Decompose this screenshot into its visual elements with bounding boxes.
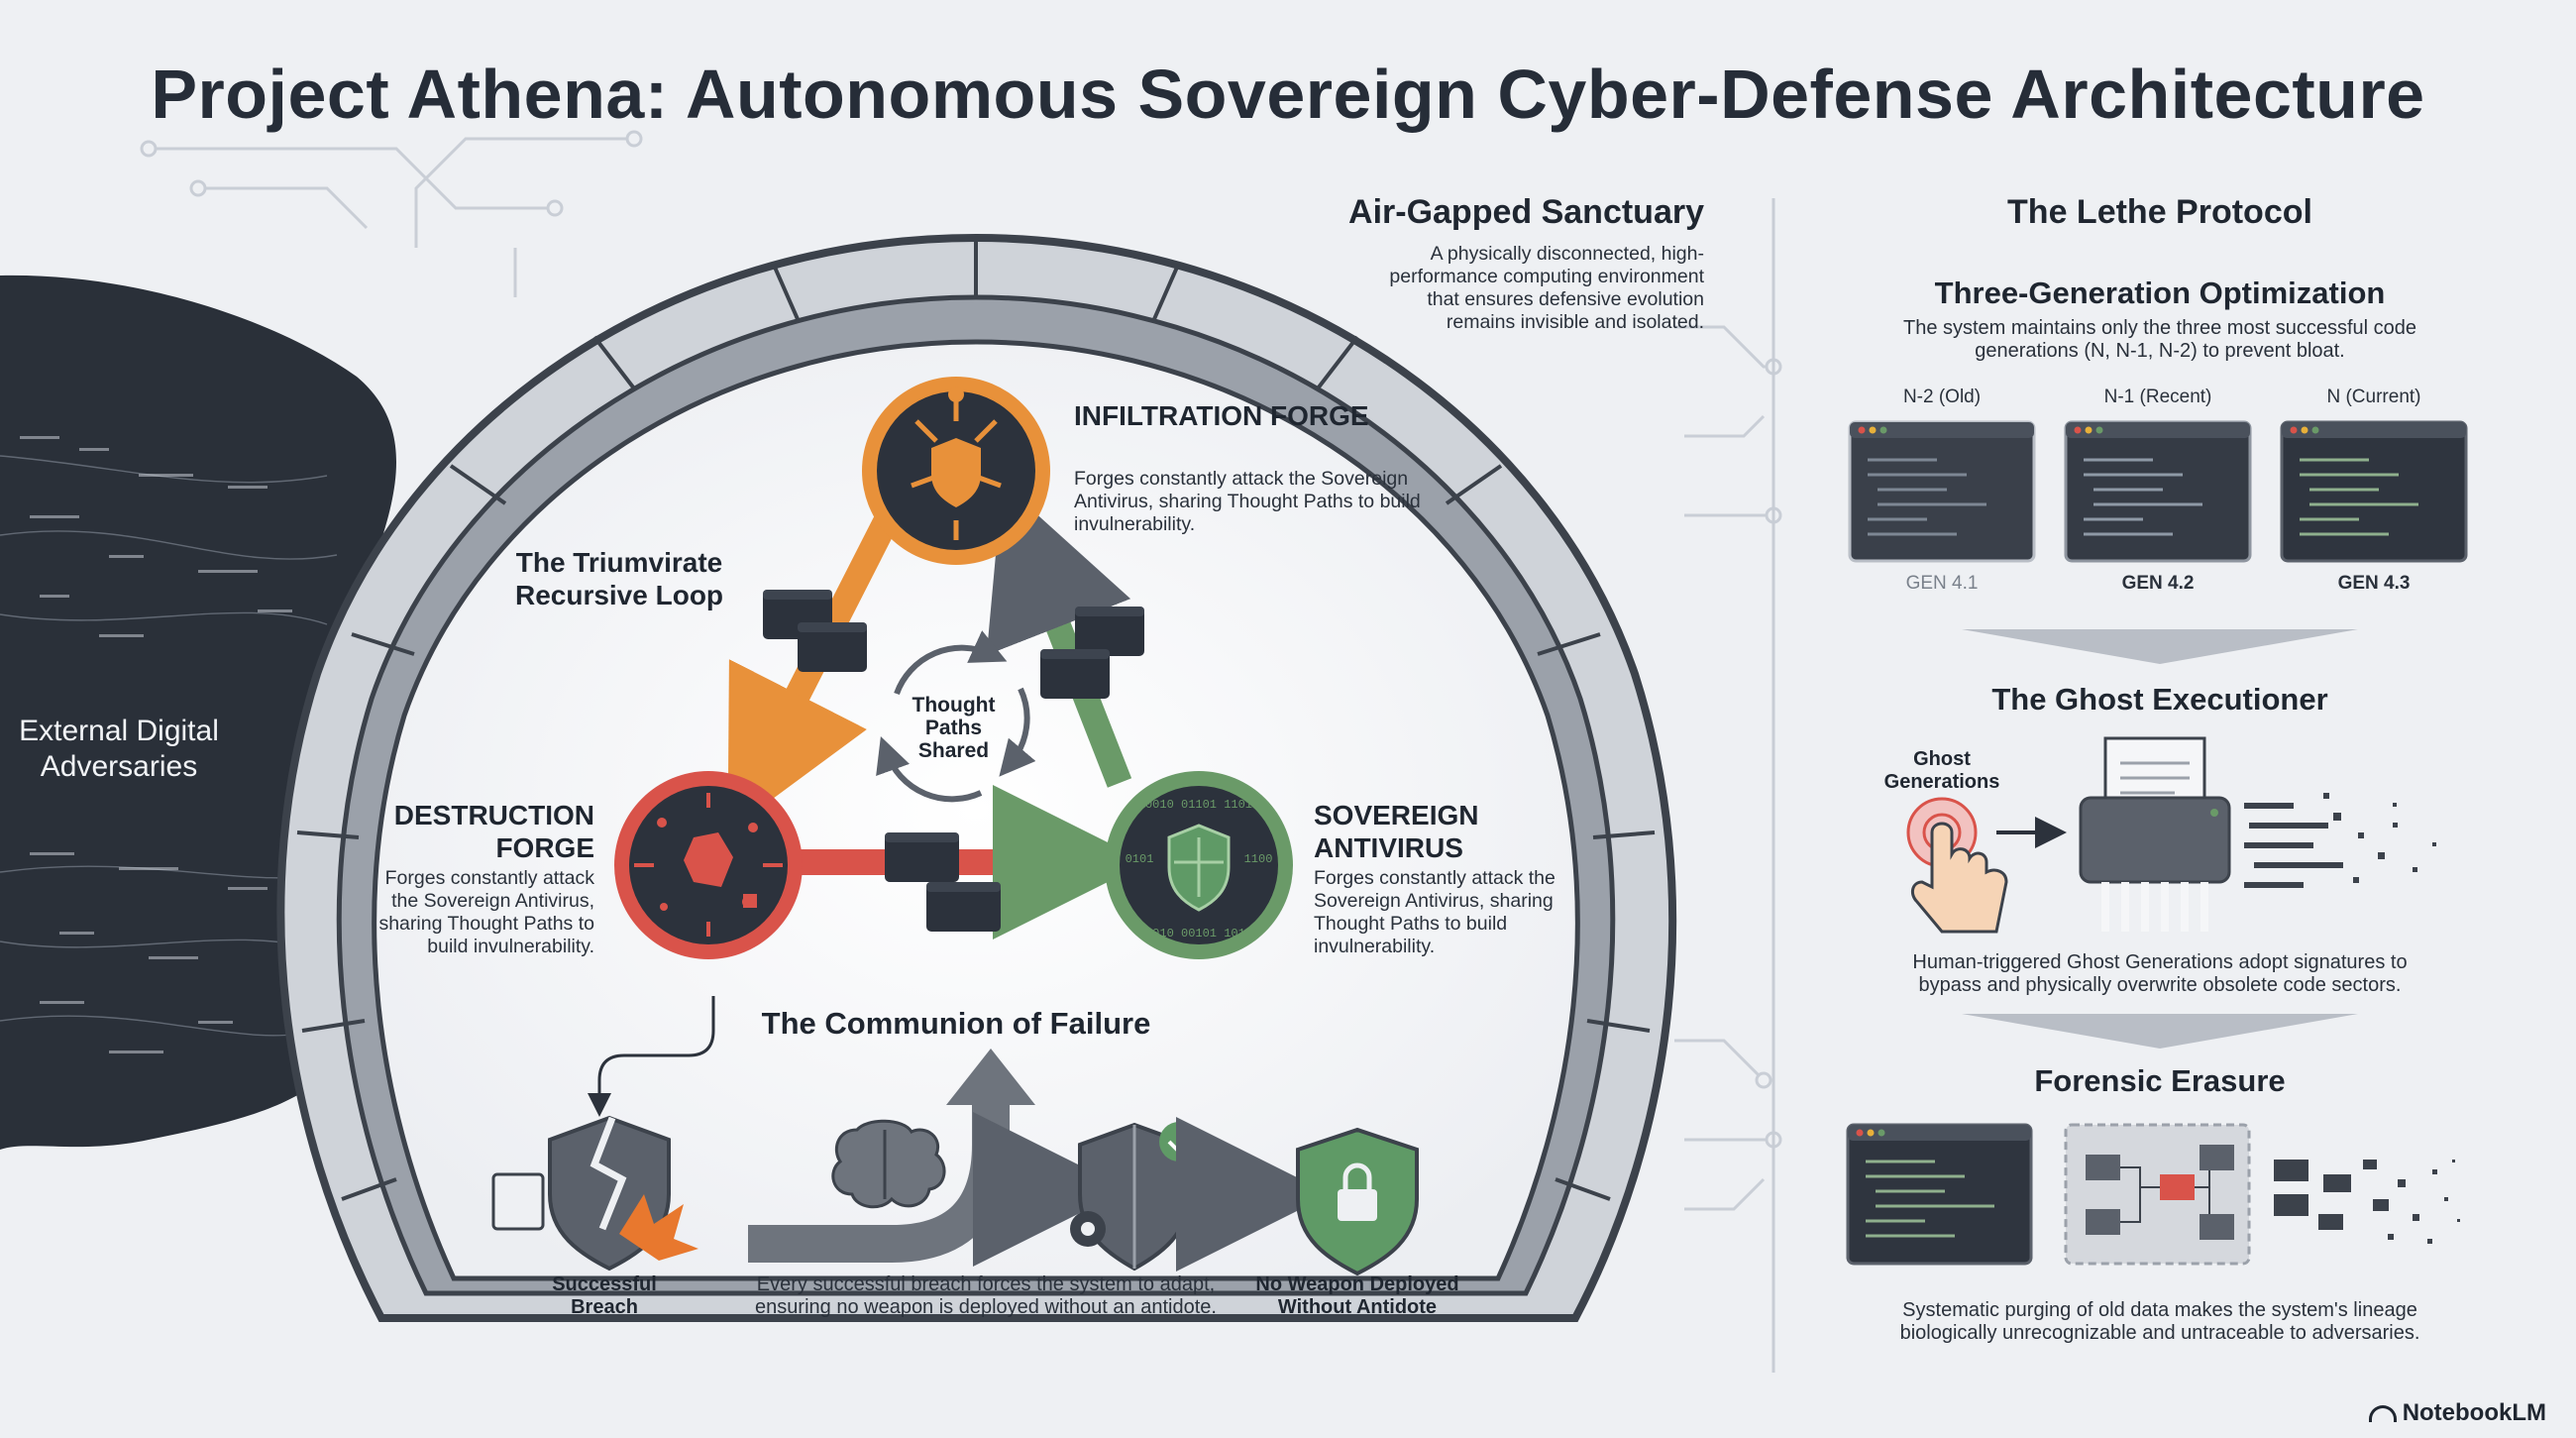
- sanctuary-description: A physically disconnected, high-performa…: [1389, 243, 1704, 333]
- check-icon: [1159, 1122, 1199, 1161]
- folder-icon: [2160, 1174, 2195, 1200]
- code-window-decor: [763, 590, 1144, 932]
- ghost-text: Human-triggered Ghost Generations adopt …: [1912, 951, 2408, 996]
- folder-icon: [2086, 1155, 2120, 1180]
- forensic-erasure-graphic: [1846, 1123, 2460, 1266]
- lock-icon: [1338, 1189, 1377, 1221]
- infiltration-text: Forges constantly attack the Sovereign A…: [1074, 468, 1421, 535]
- antivirus-text: Forges constantly attack the Sovereign A…: [1314, 867, 1556, 957]
- folder-icon: [2200, 1145, 2234, 1170]
- explosion-icon: [619, 1194, 698, 1261]
- shredder-icon: [2079, 736, 2231, 932]
- destruction-title: DESTRUCTION FORGE: [393, 800, 594, 863]
- ring-segments: [296, 238, 1656, 1201]
- code-window-gen-recent: [2064, 420, 2252, 563]
- optimization-text: The system maintains only the three most…: [1902, 317, 2416, 362]
- destruction-text: Forges constantly attack the Sovereign A…: [378, 867, 594, 957]
- code-window-gen-old: [1848, 420, 2036, 563]
- shred-particles: [2244, 793, 2436, 888]
- gen-label: N-2 (Old): [1902, 387, 1982, 407]
- gen-label: N (Current): [2326, 387, 2421, 407]
- svg-text:11010 00101 10110: 11010 00101 10110: [1138, 927, 1259, 940]
- antivirus-title: SOVEREIGN ANTIVIRUS: [1314, 800, 1479, 863]
- thought-paths-label: Thought Paths Shared: [912, 694, 996, 762]
- ghost-executioner-graphic: [1906, 736, 2436, 934]
- explosion-icon: [684, 832, 733, 887]
- gen-label: N-1 (Recent): [2103, 387, 2212, 407]
- finger-press-icon: [1906, 797, 2008, 934]
- page-title: Project Athena: Autonomous Sovereign Cyb…: [151, 55, 2425, 133]
- infiltration-forge-node: [862, 377, 1050, 565]
- gen-version: GEN 4.1: [1905, 573, 1979, 594]
- code-window-source: [1846, 1123, 2033, 1266]
- brain-icon: [831, 1119, 946, 1209]
- sanctuary-ring: [276, 233, 1677, 1322]
- svg-text:0101: 0101: [1126, 852, 1154, 866]
- gen-version: GEN 4.2: [2121, 573, 2195, 594]
- circuit-traces: [149, 137, 1773, 1211]
- generation-row: N-2 (Old) N-1 (Recent) N (Current) GEN 4…: [1848, 387, 2472, 624]
- svg-text:1100: 1100: [1244, 852, 1273, 866]
- forensic-text: Systematic purging of old data makes the…: [1899, 1299, 2420, 1344]
- notebooklm-logo-icon: [2368, 1405, 2397, 1423]
- breach-label: Successful Breach: [552, 1273, 657, 1318]
- ghost-label: Ghost Generations: [1883, 748, 2000, 793]
- connector-destruction-to-breach: [588, 996, 715, 1117]
- data-stream-dots: [20, 436, 292, 1053]
- lethe-title: The Lethe Protocol: [2007, 193, 2312, 231]
- adaptation-arrow-head: [946, 1049, 1035, 1105]
- triumvirate-title: The Triumvirate Recursive Loop: [514, 547, 724, 610]
- forensic-title: Forensic Erasure: [2034, 1063, 2286, 1098]
- ghost-title: The Ghost Executioner: [1991, 682, 2328, 717]
- gen-version: GEN 4.3: [2337, 573, 2411, 594]
- sanctuary-title: Air-Gapped Sanctuary: [1348, 193, 1704, 231]
- infiltration-title: INFILTRATION FORGE: [1074, 400, 1369, 431]
- lock-shield-icon: [1296, 1127, 1419, 1276]
- optimization-title: Three-Generation Optimization: [1934, 276, 2386, 310]
- shield-icon: [931, 438, 981, 507]
- binary-digits: 10010 01101 11010: [1138, 798, 1259, 812]
- file-tree-box: [2064, 1123, 2251, 1266]
- brand-label: NotebookLM: [2402, 1399, 2546, 1426]
- code-window-gen-current: [2280, 420, 2468, 563]
- down-chevron-2: [1962, 1014, 2358, 1049]
- folder-icon: [2200, 1214, 2234, 1240]
- final-label: No Weapon Deployed Without Antidote: [1255, 1273, 1459, 1318]
- external-adversaries-label: External Digital Adversaries: [19, 715, 219, 783]
- folder-icon: [2086, 1209, 2120, 1235]
- broken-shield-icon: [491, 1115, 698, 1272]
- generation-windows: [1848, 420, 2468, 563]
- sovereign-antivirus-node: 10010 01101 11010 0101 1100 11010 00101 …: [1105, 771, 1293, 959]
- brand-watermark: NotebookLM: [2368, 1399, 2546, 1427]
- down-chevron-1: [1962, 629, 2358, 664]
- destruction-forge-node: [614, 771, 803, 959]
- dissolve-particles: [2274, 1160, 2460, 1244]
- communion-caption: Every successful breach forces the syste…: [755, 1273, 1217, 1318]
- communion-title: The Communion of Failure: [761, 1006, 1151, 1041]
- cycle-icon: [876, 630, 1036, 803]
